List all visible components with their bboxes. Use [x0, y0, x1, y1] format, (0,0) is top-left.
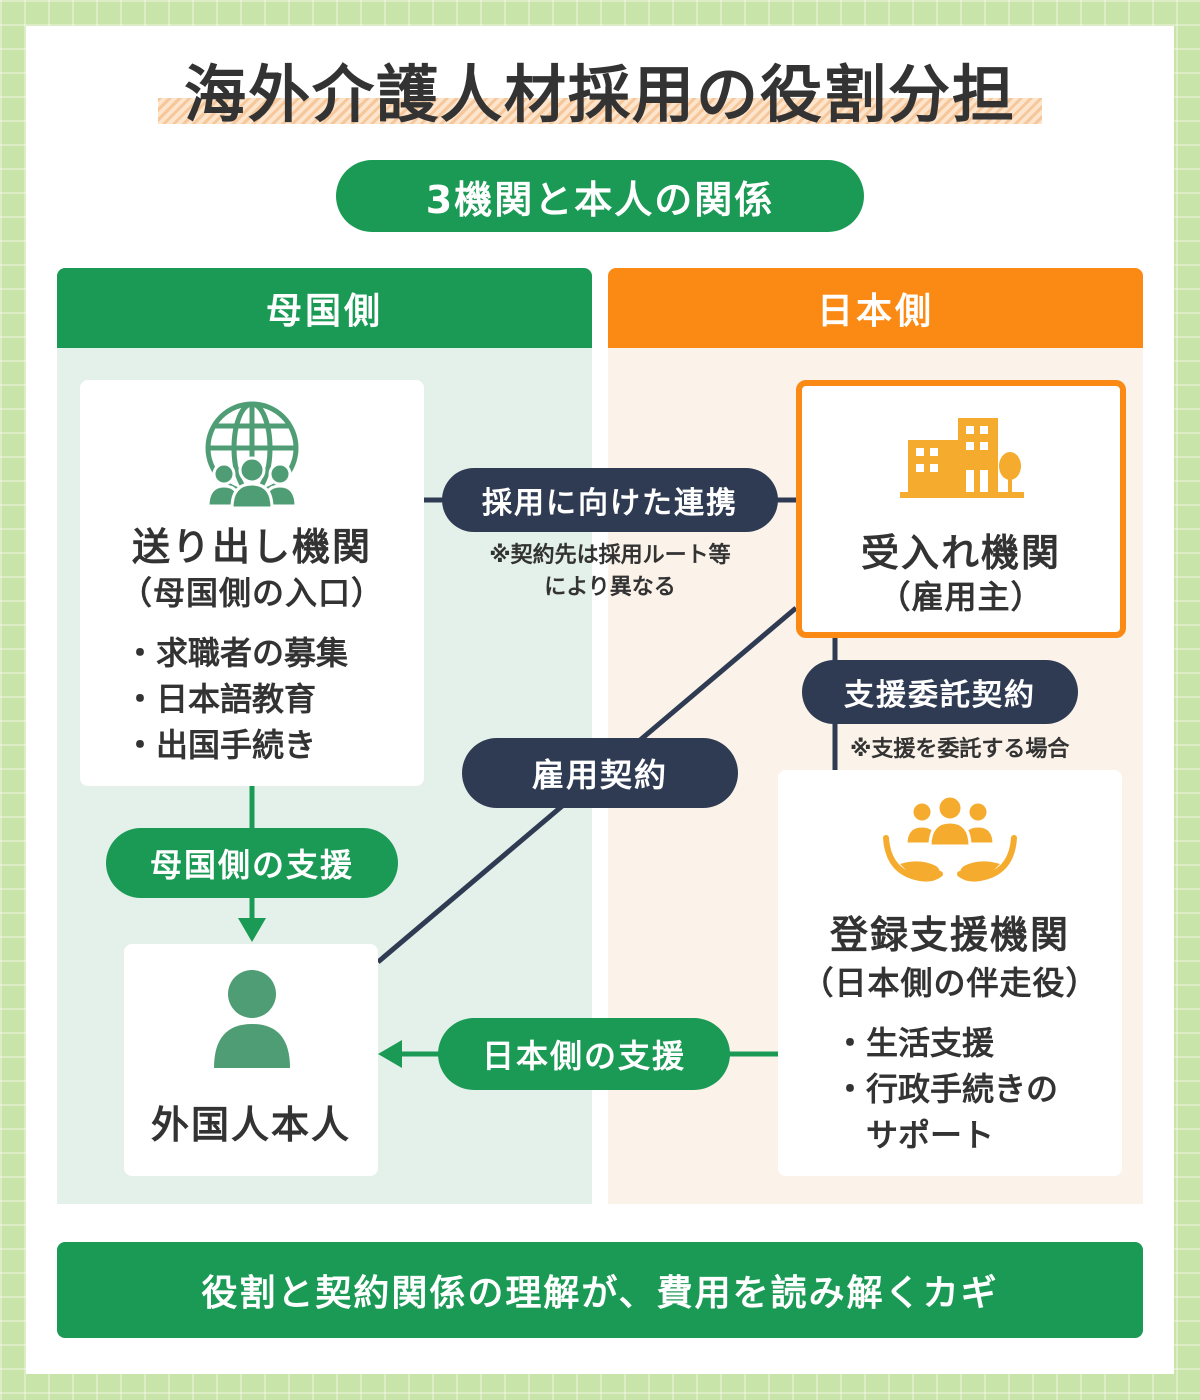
- receiving-org-box: 受入れ機関 （雇用主）: [796, 380, 1126, 638]
- list-item: ・行政手続きの: [834, 1070, 1059, 1108]
- list-item: ・求職者の募集: [124, 634, 349, 672]
- building-icon: [900, 418, 1024, 498]
- support-note: ※支援を委託する場合: [850, 737, 1070, 762]
- recruit-link-pill: 採用に向けた連携: [442, 468, 778, 532]
- japan-support-arrowhead: [378, 1040, 402, 1068]
- sending-org-bullets: ・求職者の募集 ・日本語教育 ・出国手続き: [124, 630, 414, 768]
- employment-contract-pill: 雇用契約: [462, 738, 738, 808]
- list-item: サポート: [834, 1116, 995, 1154]
- column-header-home: 母国側: [57, 268, 592, 348]
- person-box: 外国人本人: [124, 944, 378, 1176]
- page-title: 海外介護人材採用の役割分担: [183, 58, 1016, 131]
- home-support-arrowhead: [238, 918, 266, 942]
- support-org-bullets: ・生活支援 ・行政手続きの サポート: [834, 1020, 1114, 1158]
- list-item: ・生活支援: [834, 1024, 995, 1062]
- japan-support-pill: 日本側の支援: [438, 1018, 730, 1090]
- support-org-subtitle: （日本側の伴走役）: [801, 964, 1099, 1002]
- globe-people-icon: [205, 401, 299, 510]
- column-header-japan: 日本側: [608, 268, 1143, 348]
- sending-org-subtitle: （母国側の入口）: [119, 574, 384, 612]
- receiving-org-subtitle: （雇用主）: [878, 578, 1044, 616]
- person-icon: [214, 970, 290, 1068]
- title-underline: [158, 98, 1042, 124]
- hands-people-icon: [883, 794, 1017, 882]
- sending-org-box: 送り出し機関 （母国側の入口） ・求職者の募集 ・日本語教育 ・出国手続き: [80, 380, 424, 786]
- sending-org-title: 送り出し機関: [131, 525, 372, 569]
- recruit-note: ※契約先は採用ルート等 により異なる: [489, 543, 731, 600]
- footer-message: 役割と契約関係の理解が、費用を読み解くカギ: [57, 1242, 1143, 1338]
- list-item: ・日本語教育: [124, 680, 317, 718]
- support-org-title: 登録支援機関: [829, 913, 1070, 957]
- subtitle-badge: 3機関と本人の関係: [336, 160, 864, 232]
- home-support-pill: 母国側の支援: [106, 828, 398, 898]
- support-org-box: 登録支援機関 （日本側の伴走役） ・生活支援 ・行政手続きの サポート: [778, 770, 1122, 1176]
- support-contract-pill: 支援委託契約: [802, 660, 1078, 724]
- list-item: ・出国手続き: [124, 726, 317, 764]
- receiving-org-title: 受入れ機関: [860, 531, 1061, 575]
- person-label: 外国人本人: [150, 1103, 351, 1147]
